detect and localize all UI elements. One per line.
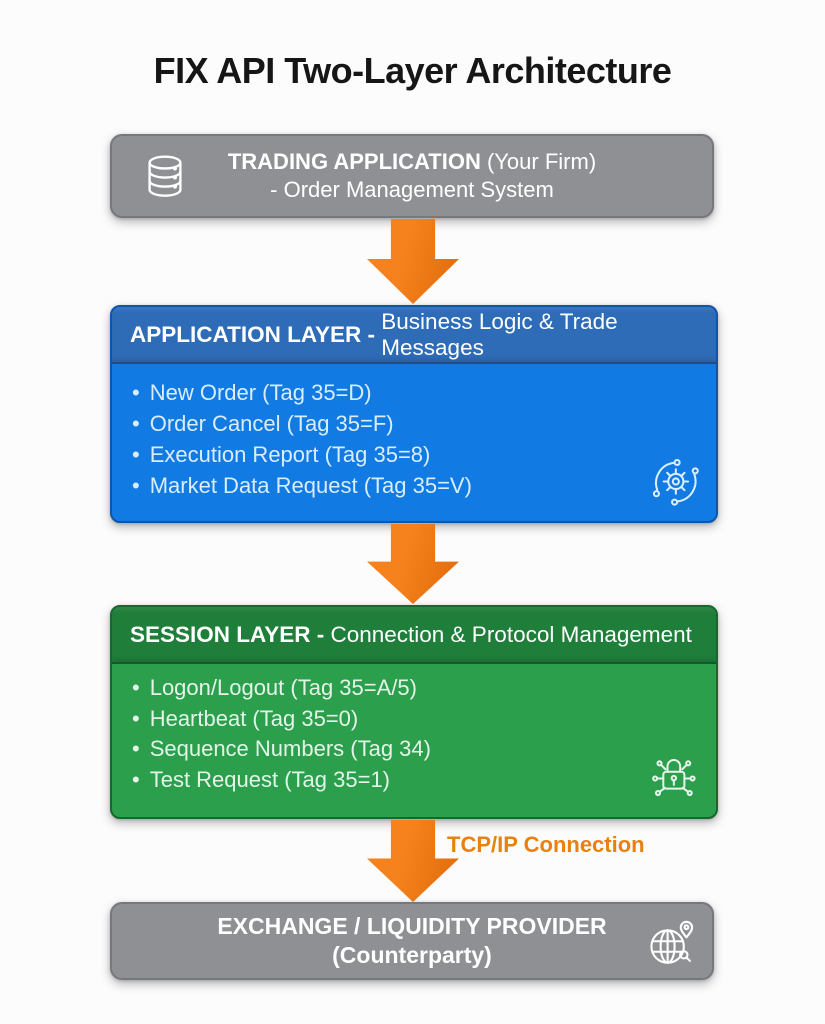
globe-pin-icon (644, 915, 700, 971)
lock-circuit-icon (646, 749, 700, 803)
list-item: New Order (Tag 35=D) (132, 377, 716, 408)
exchange-text: EXCHANGE / LIQUIDITY PROVIDER (Counterpa… (112, 912, 712, 970)
trading-application-subtitle: - Order Management System (270, 177, 554, 202)
list-item: Execution Report (Tag 35=8) (132, 439, 716, 470)
session-layer-subtitle: Connection & Protocol Management (330, 621, 692, 647)
page-title: FIX API Two-Layer Architecture (153, 50, 672, 91)
session-layer-items: Logon/Logout (Tag 35=A/5) Heartbeat (Tag… (112, 673, 716, 795)
list-item: Market Data Request (Tag 35=V) (132, 470, 716, 501)
tcp-ip-connection-label: TCP/IP Connection (447, 832, 645, 857)
session-layer-header: SESSION LAYER - Connection & Protocol Ma… (112, 607, 716, 664)
exchange-title: EXCHANGE / LIQUIDITY PROVIDER (217, 913, 607, 939)
trading-application-title-suffix: (Your Firm) (480, 149, 597, 174)
trading-application-text: TRADING APPLICATION (Your Firm) - Order … (112, 148, 712, 204)
application-layer-header: APPLICATION LAYER - Business Logic & Tra… (112, 307, 716, 364)
flow-arrow-down-3 (367, 820, 459, 902)
trading-application-node: TRADING APPLICATION (Your Firm) - Order … (110, 134, 714, 218)
list-item: Logon/Logout (Tag 35=A/5) (132, 673, 716, 704)
trading-application-title: TRADING APPLICATION (227, 149, 481, 174)
list-item: Heartbeat (Tag 35=0) (132, 704, 716, 735)
list-item: Test Request (Tag 35=1) (132, 765, 716, 796)
flow-arrow-down-1 (367, 219, 459, 304)
exchange-subtitle: (Counterparty) (332, 942, 492, 968)
session-layer-title: SESSION LAYER - (130, 621, 331, 647)
exchange-node: EXCHANGE / LIQUIDITY PROVIDER (Counterpa… (110, 902, 714, 980)
application-layer-title: APPLICATION LAYER - (130, 321, 382, 347)
gear-automation-icon (648, 457, 702, 511)
flow-arrow-down-2 (367, 524, 459, 604)
application-layer-subtitle: Business Logic & Trade Messages (381, 308, 618, 360)
list-item: Order Cancel (Tag 35=F) (132, 408, 716, 439)
application-layer-items: New Order (Tag 35=D) Order Cancel (Tag 3… (112, 377, 716, 501)
application-layer-node: APPLICATION LAYER - Business Logic & Tra… (110, 305, 718, 523)
database-icon (136, 149, 194, 207)
list-item: Sequence Numbers (Tag 34) (132, 734, 716, 765)
session-layer-node: SESSION LAYER - Connection & Protocol Ma… (110, 605, 718, 819)
